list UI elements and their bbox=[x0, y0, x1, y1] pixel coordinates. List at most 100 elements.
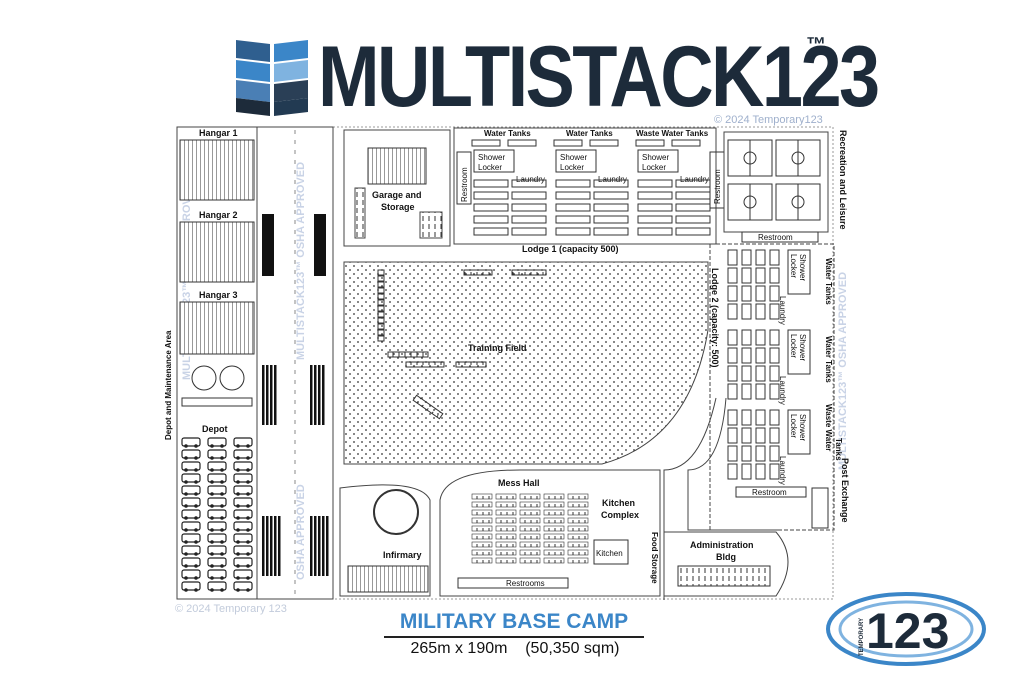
mess-table bbox=[567, 533, 589, 540]
vehicle-wheel bbox=[184, 480, 188, 484]
mess-table bbox=[567, 525, 589, 532]
laundry-label: Laundry bbox=[778, 296, 787, 325]
vehicle-wheel bbox=[184, 504, 188, 508]
obstacle bbox=[377, 323, 385, 330]
bunk-unit bbox=[755, 409, 766, 426]
runway-stripe bbox=[274, 365, 277, 425]
locker-label: Locker bbox=[478, 163, 502, 172]
access-road bbox=[663, 397, 717, 600]
bunk-unit bbox=[727, 365, 738, 382]
bunk-unit bbox=[755, 285, 766, 302]
court-circle bbox=[743, 195, 757, 209]
mess-table bbox=[471, 493, 493, 500]
vehicle-wheel bbox=[184, 516, 188, 520]
vehicle bbox=[233, 461, 253, 471]
vehicle-wheel bbox=[210, 456, 214, 460]
obstacle bbox=[377, 317, 385, 324]
bunk-unit bbox=[511, 227, 547, 236]
mess-table bbox=[471, 517, 493, 524]
vehicle-wheel bbox=[194, 492, 198, 496]
vehicle-wheel bbox=[210, 480, 214, 484]
mess-table bbox=[543, 517, 565, 524]
vehicle-wheel bbox=[246, 492, 250, 496]
vehicle bbox=[207, 473, 227, 483]
vehicle-wheel bbox=[184, 468, 188, 472]
vehicle-wheel bbox=[184, 576, 188, 580]
restrooms-label: Restrooms bbox=[506, 579, 545, 588]
fuel-tank bbox=[219, 365, 245, 391]
garage-building bbox=[367, 147, 427, 185]
tank bbox=[507, 139, 537, 147]
runway-stripe bbox=[314, 365, 317, 425]
vehicle-wheel bbox=[210, 504, 214, 508]
obstacle bbox=[377, 269, 385, 276]
restrooms-building bbox=[457, 577, 569, 589]
vehicle bbox=[181, 473, 201, 483]
bunk-unit bbox=[727, 267, 738, 284]
waste-water-tanks-label: Waste Water bbox=[824, 404, 833, 451]
vehicle-wheel bbox=[220, 564, 224, 568]
vehicle-wheel bbox=[236, 492, 240, 496]
vehicle-wheel bbox=[236, 468, 240, 472]
training-obstacles bbox=[377, 269, 547, 420]
waste-water-tanks-label: Tanks bbox=[834, 438, 843, 461]
laundry-label: Laundry bbox=[778, 376, 787, 405]
obstacle-bar bbox=[455, 361, 487, 368]
vehicle-wheel bbox=[236, 540, 240, 544]
runway-stripe bbox=[270, 516, 273, 576]
admin-lot bbox=[663, 531, 789, 597]
mess-table bbox=[495, 501, 517, 508]
vehicle bbox=[181, 557, 201, 567]
vehicle-wheel bbox=[236, 516, 240, 520]
vehicle-wheel bbox=[184, 444, 188, 448]
aircraft-pad bbox=[262, 214, 274, 276]
bunk-unit bbox=[727, 347, 738, 364]
admin-building bbox=[677, 565, 771, 587]
vehicle-wheel bbox=[184, 564, 188, 568]
vehicle bbox=[181, 461, 201, 471]
court-circle bbox=[743, 151, 757, 165]
runway-stripe bbox=[322, 365, 325, 425]
bunk-unit bbox=[555, 227, 591, 236]
basketball-courts bbox=[727, 139, 821, 221]
bunk-unit bbox=[473, 191, 509, 200]
vehicle-wheel bbox=[220, 552, 224, 556]
vehicle bbox=[207, 569, 227, 579]
food-storage-label: Food Storage bbox=[650, 532, 659, 584]
depot-label: Depot bbox=[202, 424, 228, 434]
bunk-unit bbox=[769, 347, 780, 364]
water-tanks-label: Water Tanks bbox=[566, 129, 613, 138]
runway-stripe bbox=[274, 516, 277, 576]
training-field-label: Training Field bbox=[468, 343, 527, 353]
mess-table bbox=[519, 517, 541, 524]
vehicle-wheel bbox=[194, 504, 198, 508]
hangar-3-label: Hangar 3 bbox=[199, 290, 238, 300]
vehicle-wheel bbox=[184, 552, 188, 556]
mess-table bbox=[567, 501, 589, 508]
map-dimensions: 265m x 190m (50,350 sqm) bbox=[380, 640, 650, 658]
lodge-1-area bbox=[453, 127, 717, 245]
mess-table bbox=[471, 509, 493, 516]
vehicle bbox=[181, 485, 201, 495]
vehicle bbox=[233, 473, 253, 483]
post-exchange-label: Post Exchange bbox=[840, 458, 850, 523]
obstacle bbox=[377, 329, 385, 336]
mess-table bbox=[471, 501, 493, 508]
vehicle-wheel bbox=[236, 564, 240, 568]
bunk-unit bbox=[769, 427, 780, 444]
bunk-unit bbox=[727, 249, 738, 266]
vehicle-wheel bbox=[194, 588, 198, 592]
vehicle-wheel bbox=[194, 540, 198, 544]
bunk-unit bbox=[511, 191, 547, 200]
vehicle bbox=[207, 581, 227, 591]
lodge-2-units: ShowerLockerLaundryShowerLockerLaundrySh… bbox=[727, 249, 811, 485]
bunk-unit bbox=[727, 427, 738, 444]
map-dimension-area: (50,350 sqm) bbox=[525, 640, 620, 657]
vehicle-wheel bbox=[220, 456, 224, 460]
vehicle bbox=[207, 521, 227, 531]
bunk-unit bbox=[555, 203, 591, 212]
obstacle bbox=[377, 335, 385, 342]
vehicle bbox=[233, 557, 253, 567]
runway-stripe bbox=[310, 365, 313, 425]
tank bbox=[635, 139, 665, 147]
